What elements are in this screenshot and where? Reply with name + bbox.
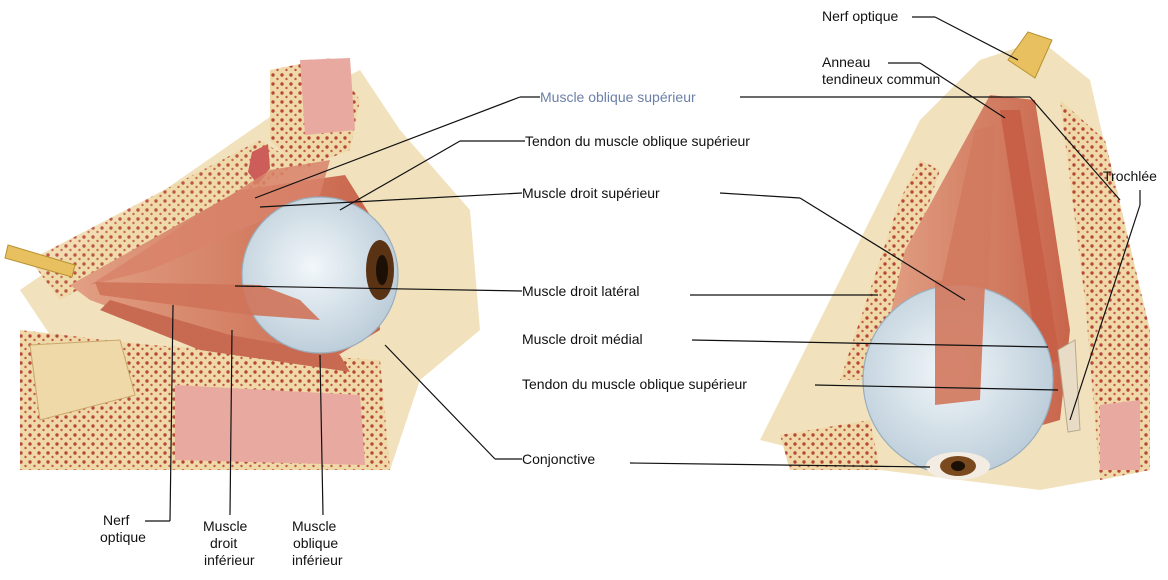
label-conjonctive: Conjonctive <box>522 451 595 468</box>
ethmoid-sinus <box>1100 400 1140 470</box>
label-nerf-optique-top: Nerf optique <box>822 8 898 25</box>
lateral-view <box>5 58 480 470</box>
frontal-sinus <box>300 58 355 135</box>
pupil-lateral <box>376 255 388 285</box>
label-muscle-droit-lateral: Muscle droit latéral <box>522 283 640 300</box>
label-droit-inferieur-1: Muscle <box>203 518 247 535</box>
label-tendon-oblique-right: Tendon du muscle oblique supérieur <box>522 376 747 393</box>
label-nerf-optique-bottom-1: Nerf <box>103 512 129 529</box>
pupil-superior <box>951 461 965 471</box>
label-oblique-inferieur-2: oblique <box>293 535 338 552</box>
label-tendineux-commun: tendineux commun <box>822 71 940 88</box>
label-trochlee: Trochlée <box>1103 168 1157 185</box>
superior-rectus-over <box>935 280 985 405</box>
label-oblique-inferieur-3: inférieur <box>292 552 343 569</box>
label-tendon-oblique-left: Tendon du muscle oblique supérieur <box>525 133 750 150</box>
superior-view <box>760 32 1150 490</box>
label-muscle-droit-medial: Muscle droit médial <box>522 331 643 348</box>
label-muscle-droit-superieur: Muscle droit supérieur <box>522 185 660 202</box>
label-droit-inferieur-3: inférieur <box>204 552 255 569</box>
label-oblique-inferieur-1: Muscle <box>292 518 336 535</box>
maxillary-sinus <box>175 385 365 465</box>
label-muscle-oblique-superieur: Muscle oblique supérieur <box>540 89 696 106</box>
label-nerf-optique-bottom-2: optique <box>100 529 146 546</box>
label-droit-inferieur-2: droit <box>210 535 237 552</box>
label-anneau: Anneau <box>822 54 870 71</box>
